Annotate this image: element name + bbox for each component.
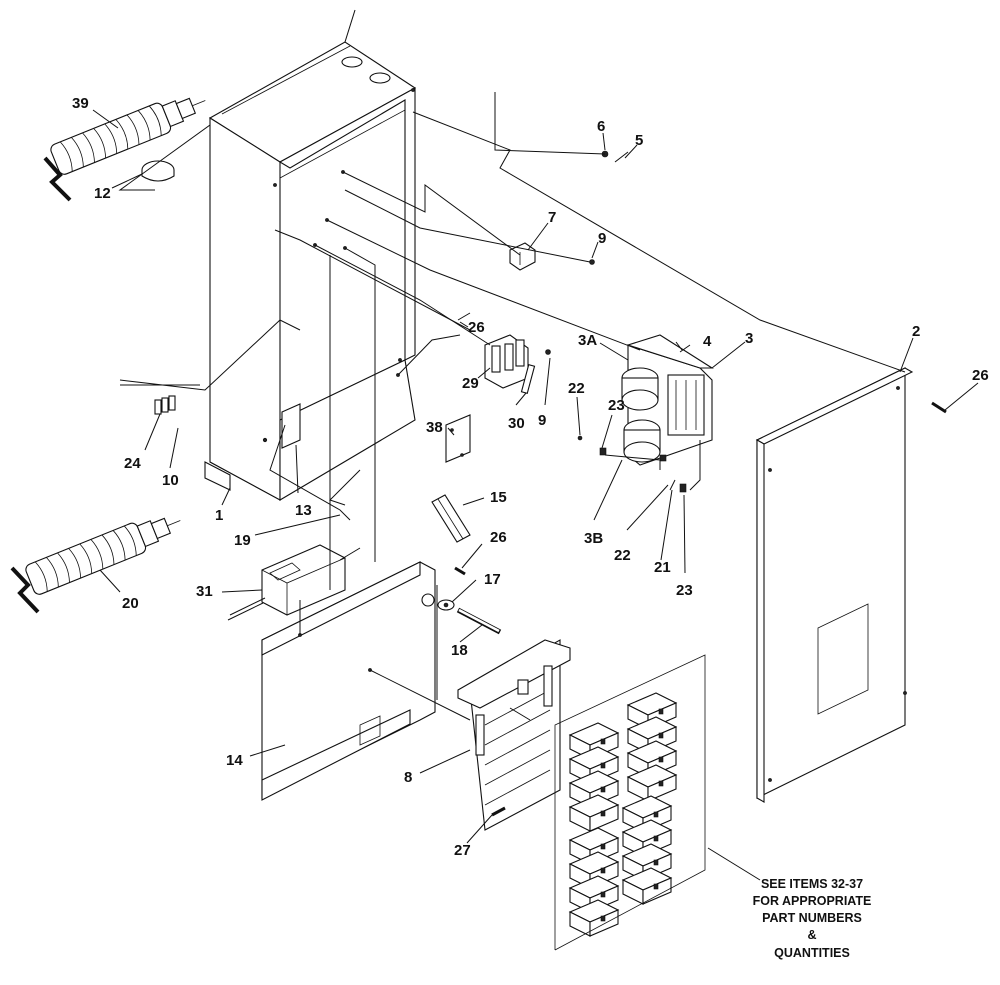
label-2: 2 [912,323,920,340]
circuit-breaker [621,867,673,905]
label-8: 8 [404,769,412,786]
label-9-mid: 9 [538,412,546,429]
mounting-plate [261,561,436,801]
reference-note: SEE ITEMS 32-37 FOR APPROPRIATE PART NUM… [753,877,872,960]
part-labels: 39 12 6 5 7 9 3 3A 4 2 26 26 29 30 9 22 … [72,95,989,859]
label-10: 10 [162,472,179,489]
breaker-group-outline [554,654,706,951]
label-22-top: 22 [568,380,585,397]
note-line-1: SEE ITEMS 32-37 [761,877,863,891]
label-1: 1 [215,507,223,524]
label-38: 38 [426,419,443,436]
grommet-strip [431,494,471,543]
label-23-top: 23 [608,397,625,414]
label-31: 31 [196,583,213,600]
bolt [456,607,502,635]
screws [396,150,947,576]
label-14: 14 [226,752,243,769]
transformer-box [227,544,361,621]
note-line-3: PART NUMBERS [762,911,862,925]
fuse [520,364,536,394]
label-17: 17 [484,571,501,588]
label-27: 27 [454,842,471,859]
panel-board [457,639,571,831]
callout-lines [92,109,979,881]
knockout-plug [141,160,175,182]
circuit-breaker [568,899,620,937]
label-4: 4 [703,333,712,350]
note-line-5: QUANTITIES [774,946,850,960]
circuit-breaker [568,794,620,832]
label-13: 13 [295,502,312,519]
label-18: 18 [451,642,468,659]
label-20: 20 [122,595,139,612]
note-line-4: & [807,928,816,942]
label-19: 19 [234,532,251,549]
label-24: 24 [124,455,141,472]
circuit-breaker-group [568,692,678,937]
circuit-breaker [568,770,620,808]
label-39: 39 [72,95,89,112]
contactor-assembly [621,334,714,466]
bracket [445,414,471,463]
label-26-top: 26 [468,319,485,336]
note-line-2: FOR APPROPRIATE [753,894,872,908]
flexible-conduit-bottom [10,517,181,614]
label-22-bottom: 22 [614,547,631,564]
label-12: 12 [94,185,111,202]
flexible-conduit-top [43,97,206,202]
label-3a: 3A [578,332,597,349]
fuse-block [484,334,529,389]
label-7: 7 [548,209,556,226]
label-26-right: 26 [972,367,989,384]
label-6: 6 [597,118,605,135]
label-15: 15 [490,489,507,506]
label-26-mid: 26 [490,529,507,546]
label-3: 3 [745,330,753,347]
enclosure-box [204,41,417,501]
enclosure-cover [755,367,914,803]
label-23-bottom: 23 [676,582,693,599]
label-3b: 3B [584,530,603,547]
leader-lines [118,9,906,721]
label-30: 30 [508,415,525,432]
washer [437,599,455,611]
terminal-strip [154,395,176,415]
label-5: 5 [635,132,643,149]
circuit-breaker [626,764,678,802]
label-29: 29 [462,375,479,392]
label-9-top: 9 [598,230,606,247]
label-21: 21 [654,559,671,576]
